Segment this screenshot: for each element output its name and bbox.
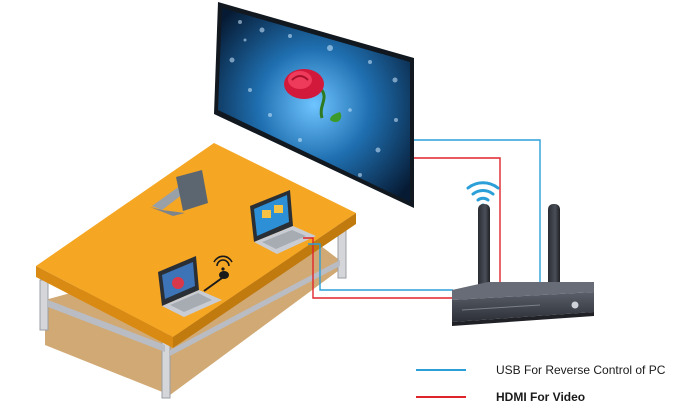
legend-usb: USB For Reverse Control of PC <box>416 360 686 380</box>
wireless-dongle-icon <box>203 255 233 292</box>
table-rail <box>170 260 340 356</box>
table-edge-right <box>173 213 356 348</box>
legend-hdmi-line <box>416 396 466 398</box>
receiver-box <box>452 204 594 326</box>
table-edge-front <box>36 266 173 348</box>
laptop-icon <box>250 190 316 254</box>
laptop-icon <box>158 256 222 317</box>
power-button[interactable] <box>571 301 579 309</box>
hdmi-cable <box>303 157 501 299</box>
legend-hdmi: HDMI For Video <box>416 387 686 407</box>
usb-cable <box>308 139 541 291</box>
legend-hdmi-label: HDMI For Video <box>496 390 586 404</box>
table-top <box>36 143 356 337</box>
display-screen <box>214 2 414 208</box>
table-rail <box>48 300 165 352</box>
wifi-icon <box>466 181 500 202</box>
legend-usb-label: USB For Reverse Control of PC <box>496 363 666 377</box>
rose-image <box>284 69 342 123</box>
laptop-icon <box>150 170 208 216</box>
legend-usb-line <box>416 369 466 371</box>
